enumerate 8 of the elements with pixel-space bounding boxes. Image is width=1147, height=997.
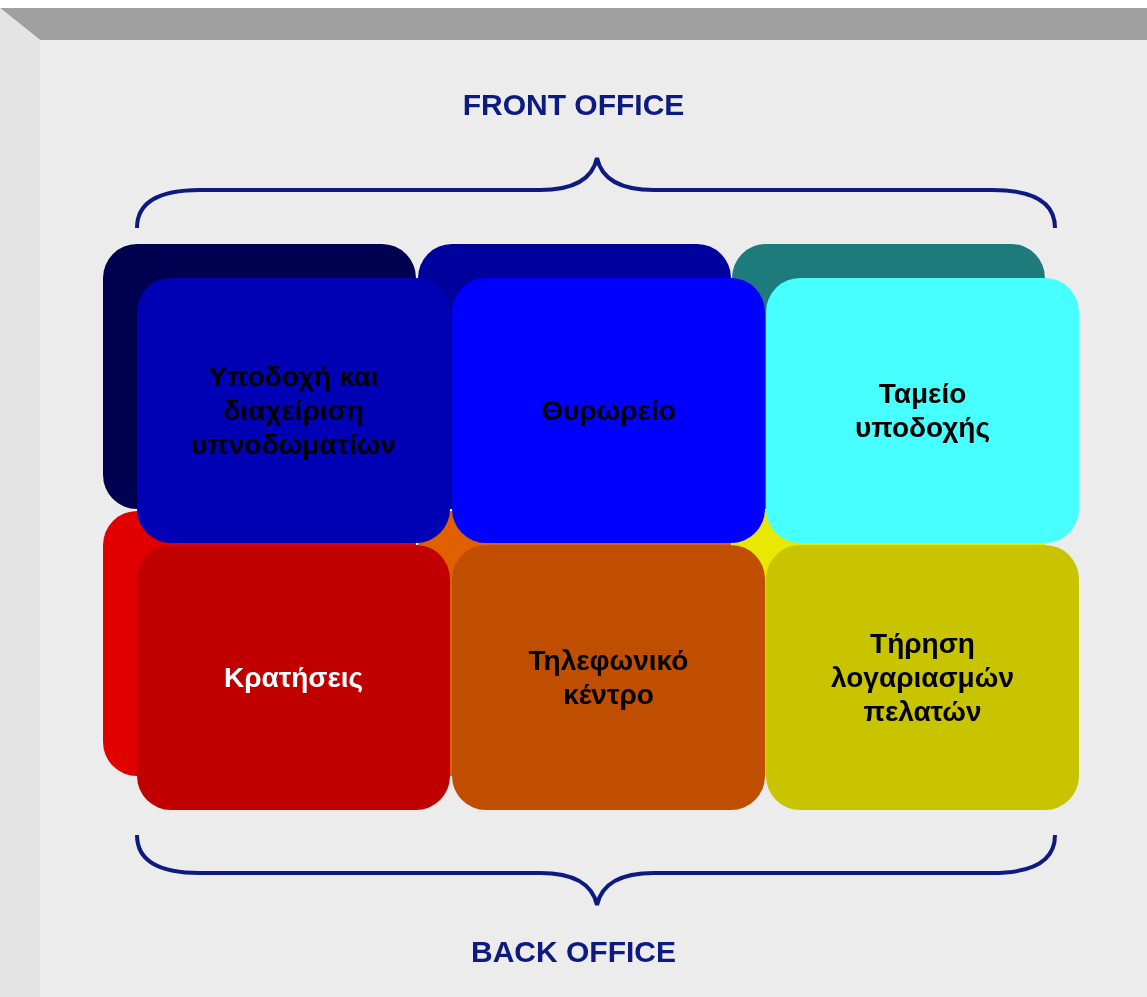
section-heading: FRONT OFFICE (462, 88, 685, 122)
section-heading: BACK OFFICE (471, 935, 676, 969)
box-label: Θυρωρείο (541, 393, 676, 428)
box-label: Υποδοχή και διαχείριση υπνοδωματίων (190, 359, 397, 462)
box-label: Ταμείο υποδοχής (854, 376, 991, 445)
box-label: Τηλεφωνικό κέντρο (527, 643, 690, 712)
box-label: Κρατήσεις (223, 660, 364, 695)
box-label: Τήρηση λογαριασμών πελατών (830, 626, 1015, 729)
